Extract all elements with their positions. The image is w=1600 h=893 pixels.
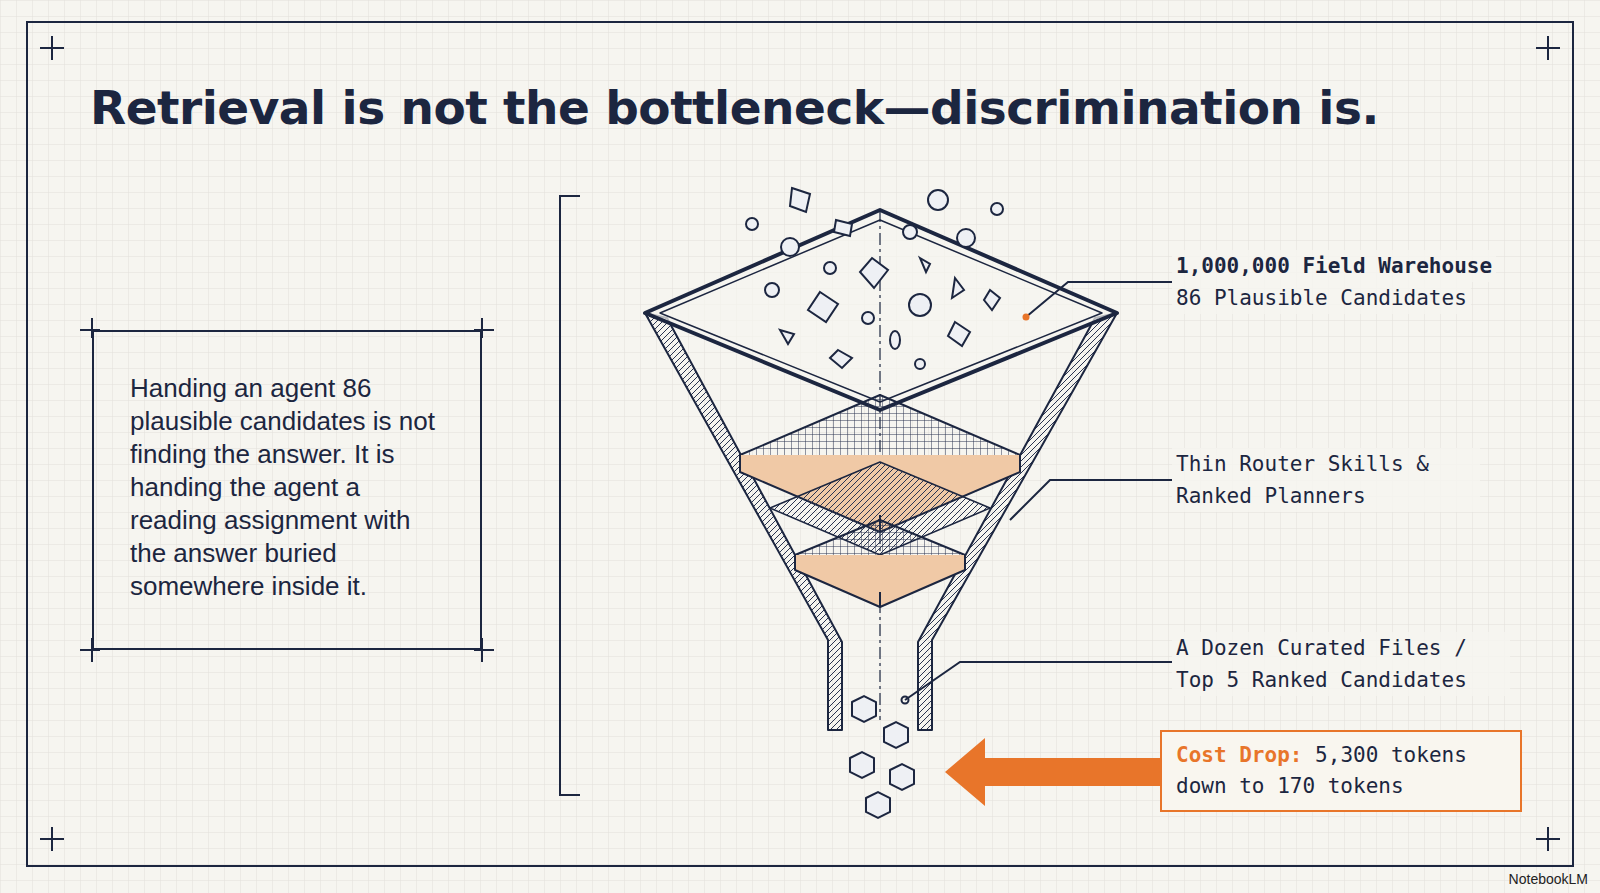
bracket — [560, 196, 580, 795]
corner-marks — [40, 36, 1560, 851]
callout-label: A Dozen Curated Files / Top 5 Ranked Can… — [1172, 632, 1510, 696]
particles — [746, 188, 1003, 369]
note-box: Handing an agent 86 plausible candidates… — [92, 330, 482, 650]
cost-heading: Cost Drop: — [1176, 743, 1302, 767]
note-text: Handing an agent 86 plausible candidates… — [130, 372, 450, 603]
leader-lines — [902, 282, 1173, 704]
callout-sublabel: 86 Plausible Candidates — [1172, 282, 1471, 314]
cost-box: Cost Drop: 5,300 tokens down to 170 toke… — [1160, 730, 1522, 812]
cost-text: Cost Drop: 5,300 tokens down to 170 toke… — [1176, 740, 1510, 802]
funnel — [645, 210, 1117, 730]
watermark: NotebookLM — [1509, 871, 1588, 887]
cost-arrow — [945, 738, 1160, 806]
frame — [27, 22, 1573, 866]
cubes — [850, 696, 914, 818]
callout-label: 1,000,000 Field Warehouse — [1172, 250, 1496, 282]
callout-label: Thin Router Skills & Ranked Planners — [1172, 448, 1480, 512]
title: Retrieval is not the bottleneck—discrimi… — [90, 80, 1379, 135]
box-ticks — [80, 318, 494, 662]
